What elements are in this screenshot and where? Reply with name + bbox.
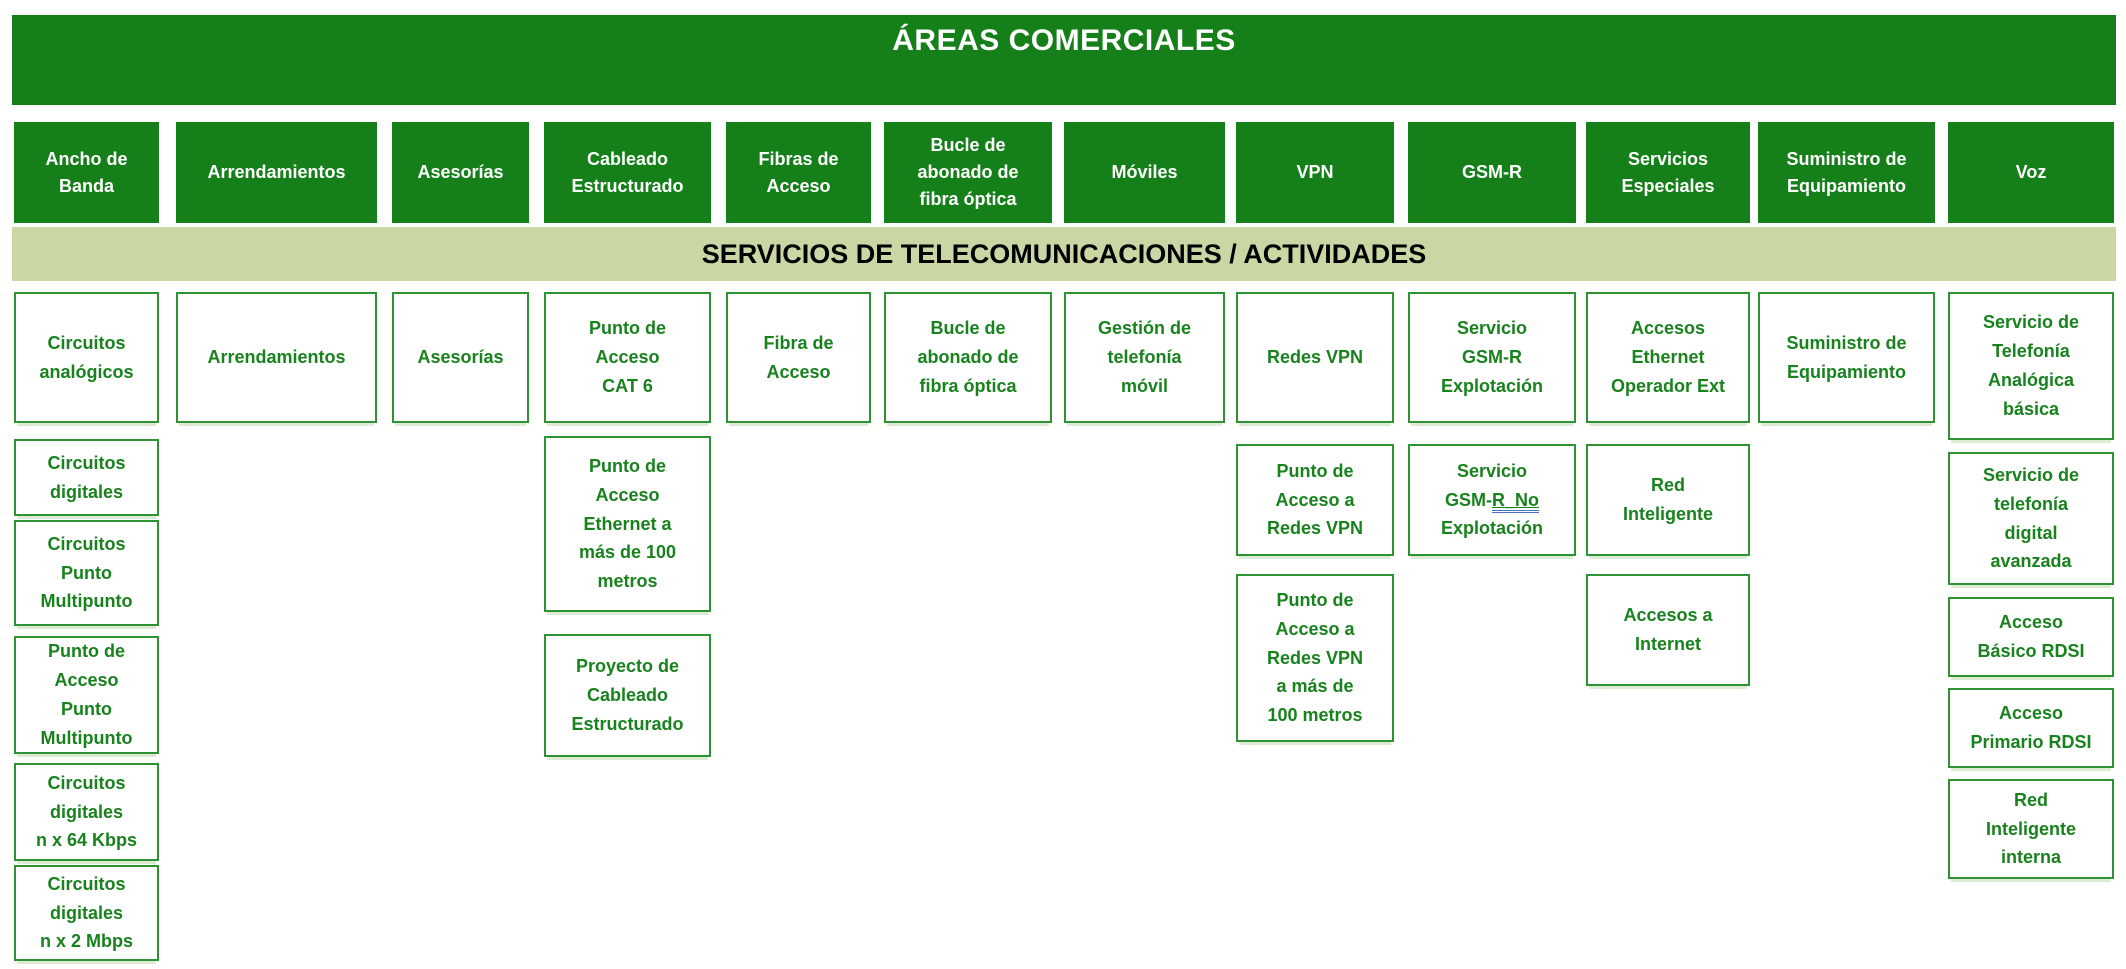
column-header-vpn: VPN bbox=[1236, 122, 1394, 223]
service-box-label: Suministro de Equipamiento bbox=[1786, 332, 1907, 382]
service-box-label-part: Servicio GSM- bbox=[1444, 460, 1528, 510]
column-header-label: Ancho de Banda bbox=[45, 148, 128, 196]
service-box-label: Punto de Acceso Punto Multipunto bbox=[40, 641, 133, 748]
column-header-bucle-de-abonado-de-fibra-optica: Bucle de abonado de fibra óptica bbox=[884, 122, 1052, 223]
service-box-label: Punto de Acceso Ethernet a más de 100 me… bbox=[578, 456, 677, 592]
service-box-label: Acceso Básico RDSI bbox=[1977, 612, 2085, 661]
service-box-label: Punto de Acceso a Redes VPN bbox=[1266, 460, 1364, 539]
band-title: SERVICIOS DE TELECOMUNICACIONES / ACTIVI… bbox=[701, 238, 1427, 269]
service-box-label: Fibra de Acceso bbox=[763, 332, 834, 382]
service-box: Accesos Ethernet Operador Ext bbox=[1586, 292, 1750, 423]
column-header-voz: Voz bbox=[1948, 122, 2114, 223]
column-header-suministro-de-equipamiento: Suministro de Equipamiento bbox=[1758, 122, 1935, 223]
service-box: Servicio de Telefonía Analógica básica bbox=[1948, 292, 2114, 440]
service-box: Circuitos digitales n x 64 Kbps bbox=[14, 763, 159, 861]
service-box-label-part: Explotación bbox=[1440, 518, 1543, 539]
column-header-label: VPN bbox=[1296, 162, 1334, 182]
grammar-underlined-text: R_No bbox=[1491, 489, 1539, 513]
service-box: Red Inteligente interna bbox=[1948, 779, 2114, 879]
column-header-label: Asesorías bbox=[417, 162, 504, 182]
service-box-label: Servicio de telefonía digital avanzada bbox=[1982, 464, 2080, 572]
service-box-label: Punto de Acceso a Redes VPN a más de 100… bbox=[1266, 590, 1364, 726]
service-box-label: Bucle de abonado de fibra óptica bbox=[917, 318, 1019, 396]
column-header-cableado-estructurado: Cableado Estructurado bbox=[544, 122, 711, 223]
service-box: Accesos a Internet bbox=[1586, 574, 1750, 686]
service-box: Redes VPN bbox=[1236, 292, 1394, 423]
service-box: Punto de Acceso CAT 6 bbox=[544, 292, 711, 423]
service-box-label: Servicio GSM-R Explotación bbox=[1440, 318, 1543, 396]
column-header-label: Cableado Estructurado bbox=[571, 148, 684, 196]
service-box-label: Servicio de Telefonía Analógica básica bbox=[1982, 312, 2080, 419]
service-box-label: Circuitos Punto Multipunto bbox=[40, 533, 133, 612]
column-header-ancho-de-banda: Ancho de Banda bbox=[14, 122, 159, 223]
service-box-label: Accesos Ethernet Operador Ext bbox=[1610, 318, 1726, 396]
service-box: Servicio GSM-R_No Explotación bbox=[1408, 444, 1576, 556]
service-box-label: Punto de Acceso CAT 6 bbox=[589, 318, 666, 396]
service-box: Acceso Básico RDSI bbox=[1948, 597, 2114, 677]
service-box: Circuitos analógicos bbox=[14, 292, 159, 423]
service-box: Punto de Acceso Punto Multipunto bbox=[14, 636, 159, 754]
column-header-label: GSM-R bbox=[1462, 162, 1522, 182]
service-box: Punto de Acceso a Redes VPN a más de 100… bbox=[1236, 574, 1394, 742]
service-box: Servicio GSM-R Explotación bbox=[1408, 292, 1576, 423]
service-box: Arrendamientos bbox=[176, 292, 377, 423]
areas-comerciales-title-bar: ÁREAS COMERCIALES bbox=[12, 15, 2116, 105]
service-box-label: Circuitos digitales n x 2 Mbps bbox=[39, 873, 133, 952]
service-box: Circuitos digitales n x 2 Mbps bbox=[14, 865, 159, 961]
service-box-label: Proyecto de Cableado Estructurado bbox=[571, 656, 684, 734]
service-box-label: Arrendamientos bbox=[207, 347, 346, 368]
service-box-label: Red Inteligente bbox=[1622, 475, 1713, 524]
service-box: Circuitos Punto Multipunto bbox=[14, 520, 159, 626]
column-header-label: Arrendamientos bbox=[207, 162, 346, 182]
service-box: Circuitos digitales bbox=[14, 439, 159, 516]
service-box-label: Asesorías bbox=[417, 347, 504, 368]
service-box-label: Circuitos analógicos bbox=[39, 332, 134, 382]
column-header-arrendamientos: Arrendamientos bbox=[176, 122, 377, 223]
service-box-label: Circuitos digitales n x 64 Kbps bbox=[35, 772, 138, 851]
column-header-gsm-r: GSM-R bbox=[1408, 122, 1576, 223]
service-box: Asesorías bbox=[392, 292, 529, 423]
service-box: Proyecto de Cableado Estructurado bbox=[544, 634, 711, 757]
service-box: Acceso Primario RDSI bbox=[1948, 688, 2114, 768]
services-actividades-band: SERVICIOS DE TELECOMUNICACIONES / ACTIVI… bbox=[12, 227, 2116, 281]
page-title: ÁREAS COMERCIALES bbox=[892, 24, 1236, 57]
service-box-label: Accesos a Internet bbox=[1623, 605, 1713, 654]
service-box-label: Red Inteligente interna bbox=[1985, 789, 2076, 868]
service-box-label: Circuitos digitales bbox=[47, 452, 126, 502]
service-box: Servicio de telefonía digital avanzada bbox=[1948, 452, 2114, 585]
service-box-label: Redes VPN bbox=[1266, 347, 1364, 368]
service-box-label: Servicio GSM-R_No Explotación bbox=[1441, 457, 1543, 543]
column-header-label: Servicios Especiales bbox=[1621, 148, 1715, 196]
service-box: Gestión de telefonía móvil bbox=[1064, 292, 1225, 423]
service-box: Red Inteligente bbox=[1586, 444, 1750, 556]
column-header-label: Bucle de abonado de fibra óptica bbox=[917, 135, 1019, 209]
service-box: Punto de Acceso Ethernet a más de 100 me… bbox=[544, 436, 711, 612]
service-box-label: Acceso Primario RDSI bbox=[1970, 703, 2092, 752]
column-header-servicios-especiales: Servicios Especiales bbox=[1586, 122, 1750, 223]
column-header-label: Suministro de Equipamiento bbox=[1786, 148, 1907, 196]
column-header-label: Fibras de Acceso bbox=[758, 148, 839, 196]
column-header-fibras-de-acceso: Fibras de Acceso bbox=[726, 122, 871, 223]
column-header-asesorias: Asesorías bbox=[392, 122, 529, 223]
service-box: Fibra de Acceso bbox=[726, 292, 871, 423]
service-box: Punto de Acceso a Redes VPN bbox=[1236, 444, 1394, 556]
service-box: Suministro de Equipamiento bbox=[1758, 292, 1935, 423]
column-header-label: Voz bbox=[2015, 162, 2047, 182]
service-box: Bucle de abonado de fibra óptica bbox=[884, 292, 1052, 423]
column-header-label: Móviles bbox=[1111, 162, 1178, 182]
service-box-label: Gestión de telefonía móvil bbox=[1097, 318, 1191, 396]
column-header-moviles: Móviles bbox=[1064, 122, 1225, 223]
